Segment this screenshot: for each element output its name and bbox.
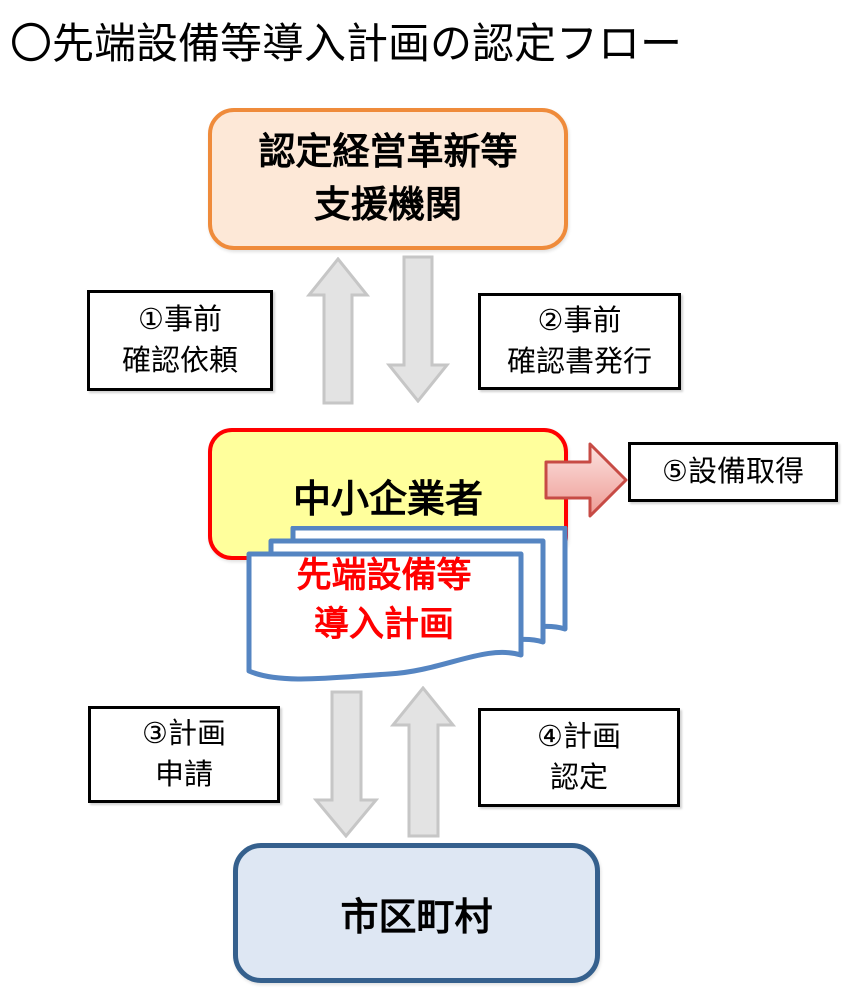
support-org-line1: 認定経営革新等 bbox=[258, 131, 518, 173]
plan-document-line1: 先端設備等 bbox=[296, 556, 472, 595]
arrow-down-icon bbox=[386, 255, 450, 403]
arrow-down-icon bbox=[313, 690, 379, 838]
plan-document-line2: 導入計画 bbox=[313, 605, 454, 644]
step4-line2: 認定 bbox=[549, 761, 608, 794]
plan-document-label: 先端設備等 導入計画 bbox=[249, 551, 519, 671]
arrow-up-icon bbox=[306, 257, 370, 405]
step-box-1-prior-confirmation-request: ①事前 確認依頼 bbox=[87, 290, 273, 391]
arrow-right-icon bbox=[544, 442, 628, 518]
node-municipality: 市区町村 bbox=[233, 843, 600, 983]
sme-label: 中小企業者 bbox=[292, 479, 483, 521]
step5-label: ⑤設備取得 bbox=[662, 455, 804, 488]
step-box-5-equipment-acquisition: ⑤設備取得 bbox=[628, 442, 838, 502]
step4-line1: ④計画 bbox=[537, 721, 621, 754]
node-support-organization: 認定経営革新等 支援機関 bbox=[208, 108, 568, 250]
step1-line2: 確認依頼 bbox=[121, 344, 238, 377]
step-box-3-plan-application: ③計画 申請 bbox=[88, 706, 280, 803]
step3-line2: 申請 bbox=[154, 758, 213, 791]
step-box-4-plan-certification: ④計画 認定 bbox=[478, 708, 680, 807]
step1-line1: ①事前 bbox=[138, 304, 222, 337]
step3-line1: ③計画 bbox=[142, 718, 226, 751]
municipality-label: 市区町村 bbox=[340, 896, 493, 939]
arrow-up-icon bbox=[390, 686, 456, 838]
step2-line1: ②事前 bbox=[537, 305, 622, 338]
page-title: 〇先端設備等導入計画の認定フロー bbox=[10, 20, 683, 67]
step-box-2-confirmation-issuance: ②事前 確認書発行 bbox=[478, 293, 681, 390]
stacked-documents-icon bbox=[246, 526, 568, 682]
step2-line2: 確認書発行 bbox=[506, 345, 652, 378]
support-org-line2: 支援機関 bbox=[314, 184, 462, 225]
